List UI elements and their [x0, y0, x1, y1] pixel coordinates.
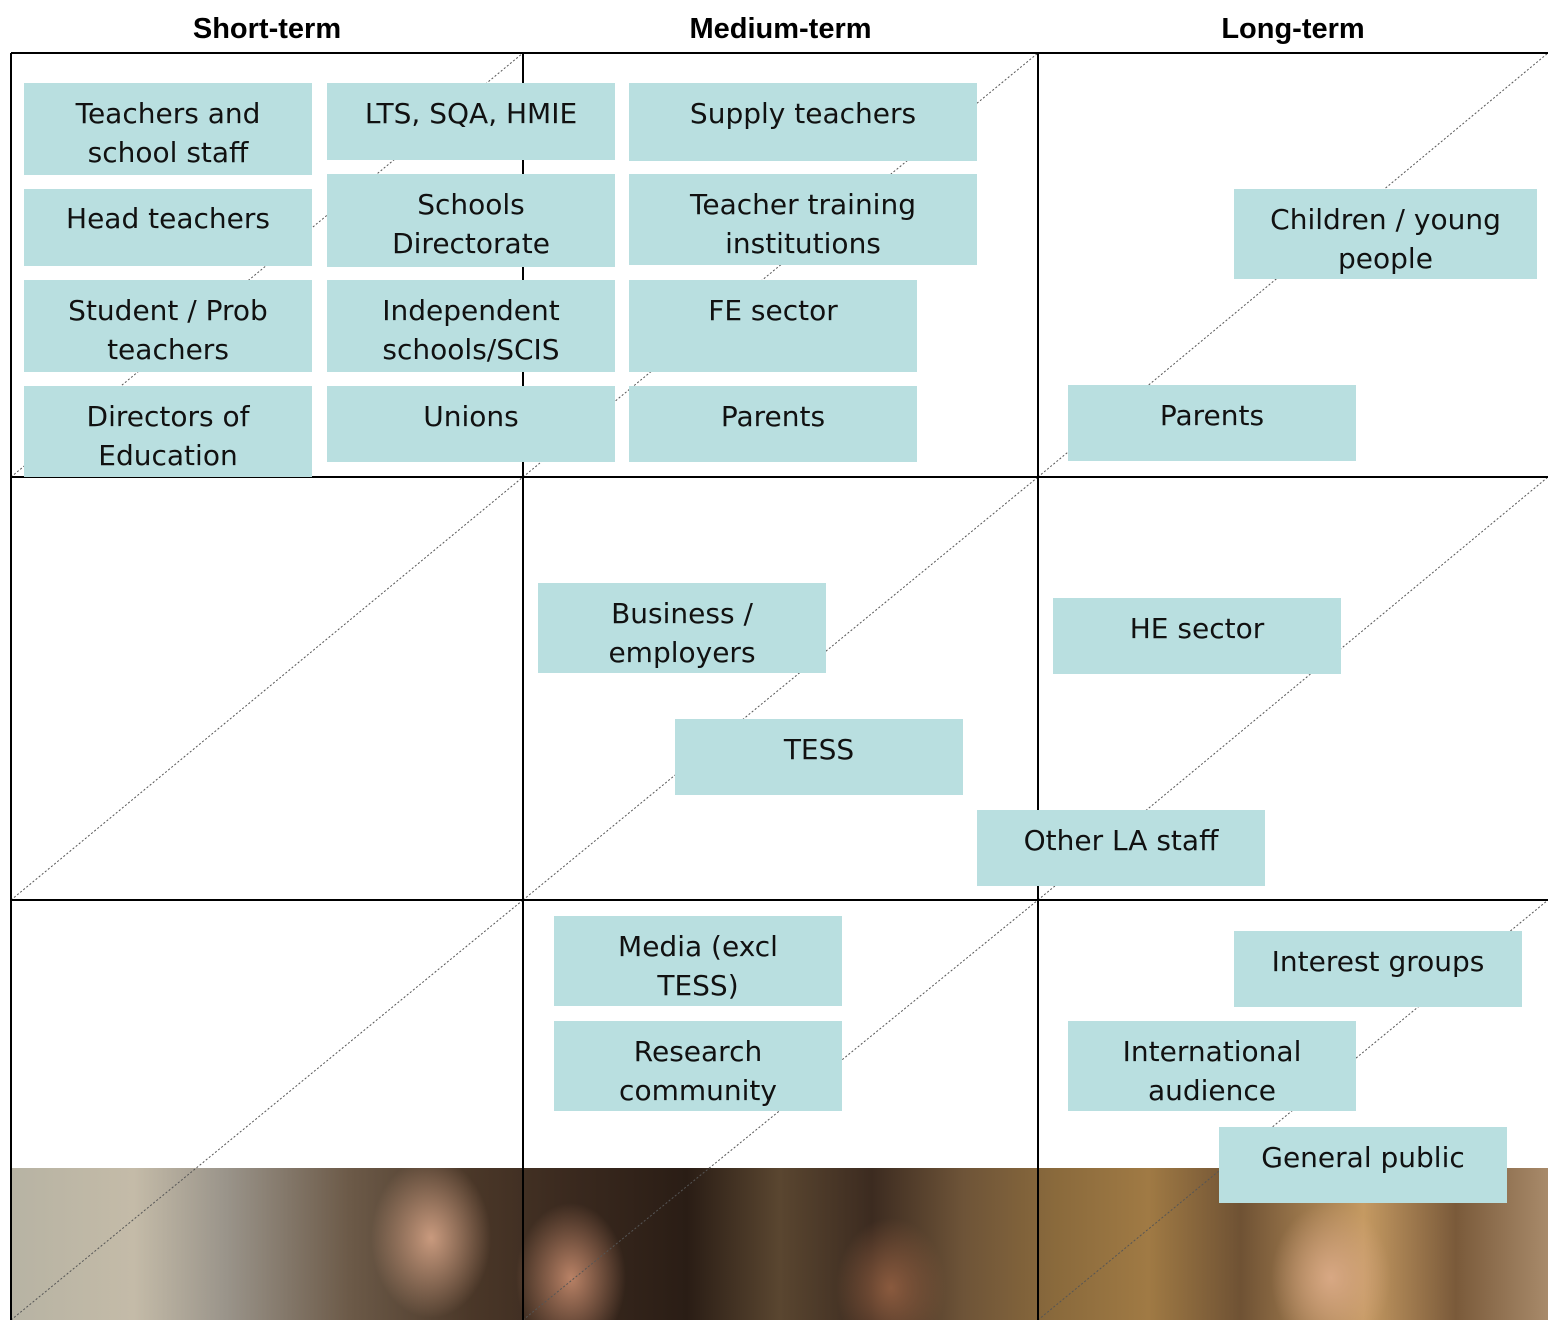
diagonal-r1-c2: [522, 52, 1039, 478]
box-interest-groups: Interest groups: [1234, 931, 1522, 1007]
header-short-term: Short-term: [192, 13, 342, 45]
diagonal-r2-c1: [10, 476, 524, 901]
box-teacher-training: Teacher training institutions: [629, 174, 977, 265]
box-parents-medium: Parents: [629, 386, 917, 462]
box-independent-schools: Independent schools/SCIS: [327, 280, 615, 372]
box-schools-directorate: Schools Directorate: [327, 174, 615, 267]
box-parents-long: Parents: [1068, 385, 1356, 461]
header-medium-term: Medium-term: [689, 13, 872, 45]
header-long-term: Long-term: [1221, 13, 1365, 45]
box-he-sector: HE sector: [1053, 598, 1341, 674]
box-directors-education: Directors of Education: [24, 386, 312, 477]
diagonal-r1-c3: [1037, 52, 1548, 478]
box-media-excl-tess: Media (excl TESS): [554, 916, 842, 1006]
box-head-teachers: Head teachers: [24, 189, 312, 266]
box-fe-sector: FE sector: [629, 280, 917, 372]
box-lts-sqa-hmie: LTS, SQA, HMIE: [327, 83, 615, 160]
box-general-public: General public: [1219, 1127, 1507, 1203]
box-student-prob-teachers: Student / Prob teachers: [24, 280, 312, 372]
box-international-audience: International audience: [1068, 1021, 1356, 1111]
box-supply-teachers: Supply teachers: [629, 83, 977, 161]
box-research-community: Research community: [554, 1021, 842, 1111]
box-other-la-staff: Other LA staff: [977, 810, 1265, 886]
box-unions: Unions: [327, 386, 615, 462]
box-children-young-people: Children / young people: [1234, 189, 1537, 279]
diagonal-r2-c3: [1037, 476, 1548, 901]
diagonal-r2-c2: [522, 476, 1039, 901]
box-tess: TESS: [675, 719, 963, 795]
box-teachers-school-staff: Teachers and school staff: [24, 83, 312, 175]
box-business-employers: Business / employers: [538, 583, 826, 673]
